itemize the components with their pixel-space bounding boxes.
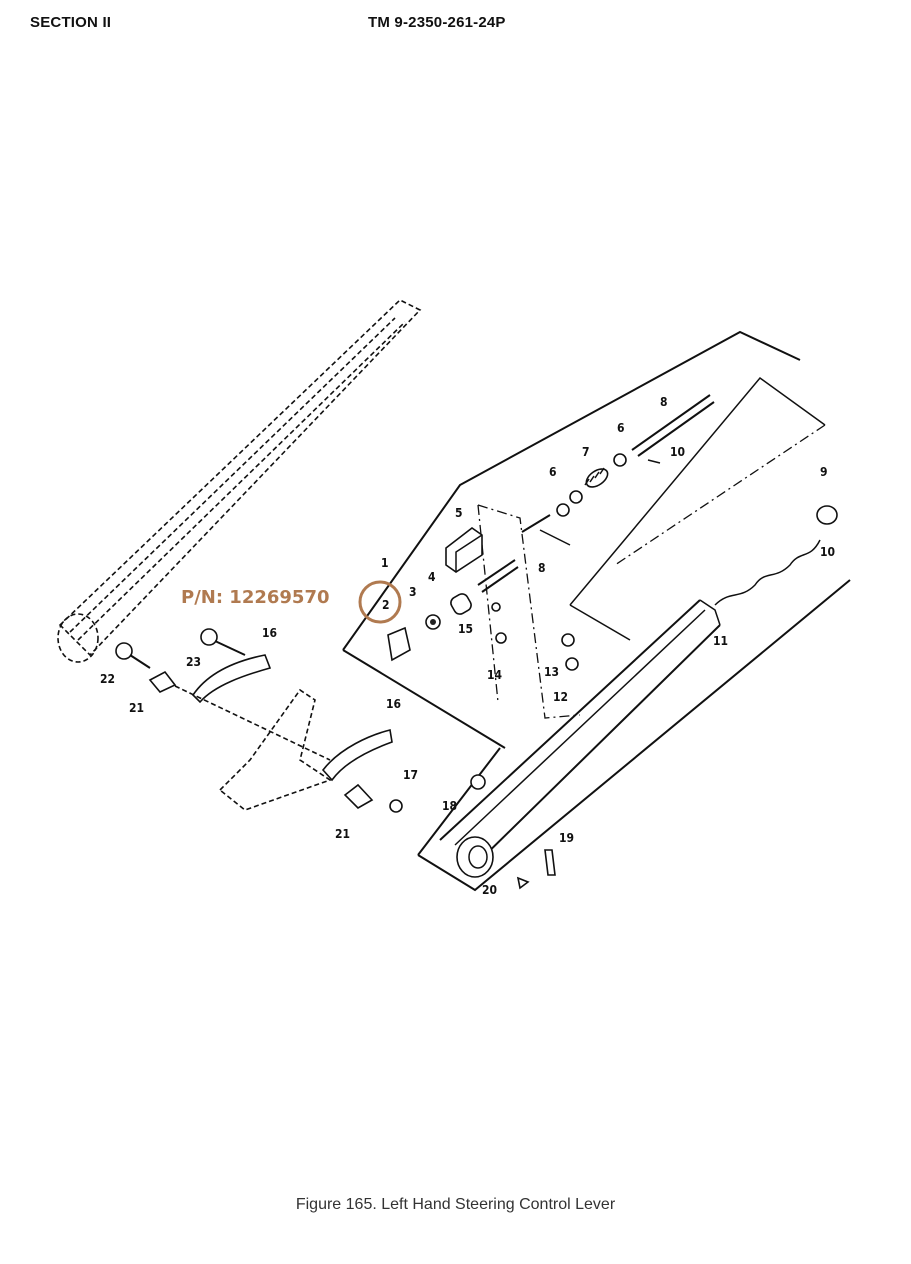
callout-8: 8 [660,395,668,409]
callout-8b: 8 [538,561,546,575]
highlight-circle [358,580,402,624]
callout-6: 6 [549,465,557,479]
callout-13: 13 [544,665,559,679]
callout-1: 1 [381,556,389,570]
callout-11: 11 [713,634,728,648]
callout-10b: 10 [820,545,835,559]
callout-14: 14 [487,668,503,682]
callout-22: 22 [100,672,115,686]
callout-15: 15 [458,622,473,636]
mounting-plate-outline [342,330,851,892]
callout-20: 20 [482,883,497,897]
callout-2: 2 [382,598,390,612]
section-header: SECTION II [30,14,112,31]
callout-19: 19 [559,831,574,845]
callout-6b: 6 [617,421,625,435]
callout-4: 4 [428,570,436,584]
part-5-bracket [387,527,579,890]
phantom-lever-handle [57,299,422,663]
callout-7: 7 [582,445,590,459]
callout-21: 21 [129,701,144,715]
callout-16: 16 [262,626,277,640]
callout-9: 9 [820,465,828,479]
callout-3: 3 [409,585,417,599]
callout-21b: 21 [335,827,350,841]
callout-12: 12 [553,690,568,704]
callout-labels: 1 2 3 4 5 6 6 7 8 8 9 10 10 11 12 13 14 … [100,395,835,897]
part-number-annotation: P/N: 12269570 [181,587,330,608]
manual-number: TM 9-2350-261-24P [368,14,506,31]
callout-17: 17 [403,768,418,782]
callout-18: 18 [442,799,457,813]
callout-16b: 16 [386,697,401,711]
lever-tube [439,505,838,878]
rod-and-spring-assembly [477,394,715,593]
callout-23: 23 [186,655,201,669]
figure-caption: Figure 165. Left Hand Steering Control L… [295,1196,616,1213]
linkage-assembly [115,628,403,813]
callout-10: 10 [670,445,685,459]
part-9 [816,505,838,525]
callout-5: 5 [455,506,463,520]
